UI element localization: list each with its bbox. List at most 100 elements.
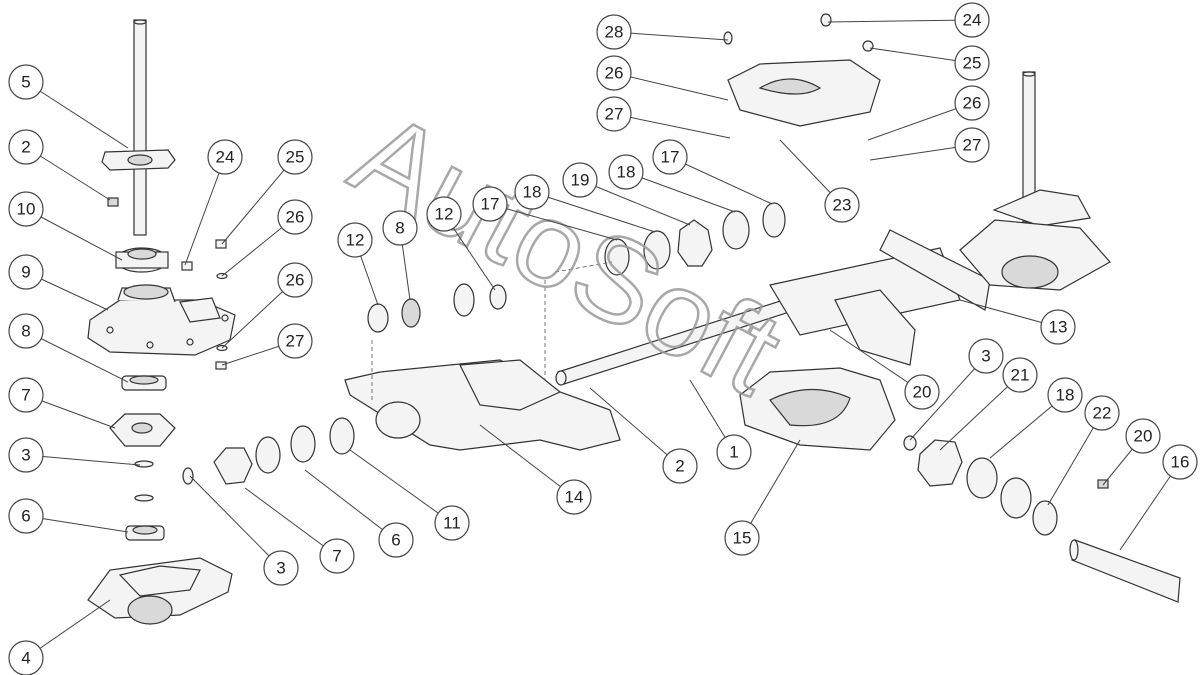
callout-2: 2 <box>8 129 44 165</box>
callout-6: 6 <box>378 522 414 558</box>
callout-circle <box>904 374 940 410</box>
callout-circle <box>1084 395 1120 431</box>
leader-line <box>25 454 141 466</box>
callout-number: 11 <box>443 514 461 533</box>
callout-number: 12 <box>346 231 365 250</box>
callout-number: 13 <box>1049 318 1068 337</box>
leader-line <box>741 439 801 539</box>
leader-line <box>579 179 691 226</box>
callout-number: 27 <box>963 136 982 155</box>
callout-number: 16 <box>1171 453 1190 472</box>
callout-24: 24 <box>207 139 243 175</box>
callout-number: 6 <box>391 531 400 550</box>
left-bearing-10 <box>115 247 169 273</box>
callout-2: 2 <box>662 448 698 484</box>
callout-number: 19 <box>571 171 590 190</box>
callout-circle <box>514 174 550 210</box>
callout-number: 7 <box>332 547 341 566</box>
callout-circle <box>8 254 44 290</box>
callout-circle <box>8 313 44 349</box>
callout-circle <box>426 196 462 232</box>
leader-line <box>613 113 731 139</box>
leader-line <box>625 171 736 213</box>
callout-circle <box>954 127 990 163</box>
leader-line <box>613 72 729 101</box>
callout-12: 12 <box>337 222 373 258</box>
callout-number: 20 <box>913 383 932 402</box>
lower-left-bearing-row <box>182 417 355 485</box>
callout-circle <box>8 640 44 675</box>
callout-14: 14 <box>556 479 592 515</box>
callout-circle <box>608 154 644 190</box>
callout-number: 4 <box>21 649 30 668</box>
callout-circle <box>1162 444 1198 480</box>
callout-circle <box>562 162 598 198</box>
callout-circle <box>954 2 990 38</box>
callout-number: 17 <box>661 148 680 167</box>
callout-circle <box>277 262 313 298</box>
callout-4: 4 <box>8 640 44 675</box>
middle-upper-spacers <box>367 283 507 333</box>
callout-circle <box>662 448 698 484</box>
callout-26: 26 <box>954 85 990 121</box>
callout-number: 24 <box>963 11 982 30</box>
upper-bearing-row <box>604 202 786 276</box>
left-axle-housing-14 <box>344 359 621 451</box>
callout-number: 26 <box>286 271 305 290</box>
callout-3: 3 <box>8 437 44 473</box>
callout-number: 6 <box>21 507 30 526</box>
callout-16: 16 <box>1162 444 1198 480</box>
left-shaft-flange <box>101 149 176 171</box>
callout-8: 8 <box>382 210 418 246</box>
callout-number: 2 <box>675 457 684 476</box>
callout-circle <box>596 55 632 91</box>
callout-18: 18 <box>1047 377 1083 413</box>
left-gear-housing-9 <box>87 284 236 356</box>
leader-line <box>531 191 656 233</box>
callout-circle <box>472 186 508 222</box>
callout-3: 3 <box>968 338 1004 374</box>
callout-circle <box>8 377 44 413</box>
callout-circle <box>8 129 44 165</box>
callout-number: 7 <box>21 386 30 405</box>
leader-line <box>189 475 282 569</box>
callout-number: 27 <box>605 105 624 124</box>
callout-circle <box>596 96 632 132</box>
leader-line <box>349 449 453 524</box>
callout-7: 7 <box>8 377 44 413</box>
callout-number: 3 <box>21 446 30 465</box>
callout-circle <box>596 14 632 50</box>
callout-circle <box>207 139 243 175</box>
callout-27: 27 <box>596 96 632 132</box>
callout-13: 13 <box>1040 309 1076 345</box>
callout-circle <box>8 191 44 227</box>
callout-number: 26 <box>286 208 305 227</box>
callout-circle <box>8 64 44 100</box>
callout-21: 21 <box>1002 357 1038 393</box>
callout-5: 5 <box>8 64 44 100</box>
callout-number: 18 <box>1056 386 1075 405</box>
right-gearbox <box>959 71 1111 291</box>
callout-23: 23 <box>824 187 860 223</box>
leader-line <box>827 19 973 23</box>
callout-number: 18 <box>523 183 542 202</box>
callout-6: 6 <box>8 498 44 534</box>
callout-number: 12 <box>435 205 454 224</box>
leader-line <box>479 424 575 498</box>
callout-circle <box>319 538 355 574</box>
callout-26: 26 <box>596 55 632 91</box>
callout-circle <box>8 437 44 473</box>
callout-28: 28 <box>596 14 632 50</box>
leader-line <box>1047 412 1103 506</box>
callout-22: 22 <box>1084 395 1120 431</box>
alignment-lines <box>371 261 613 400</box>
callout-25: 25 <box>954 45 990 81</box>
leader-line <box>867 102 973 141</box>
right-axle-tube-13 <box>769 229 991 366</box>
leader-line <box>25 330 129 383</box>
callout-circle <box>716 434 752 470</box>
callout-17: 17 <box>652 139 688 175</box>
callout-number: 3 <box>276 559 285 578</box>
callout-27: 27 <box>277 323 313 359</box>
